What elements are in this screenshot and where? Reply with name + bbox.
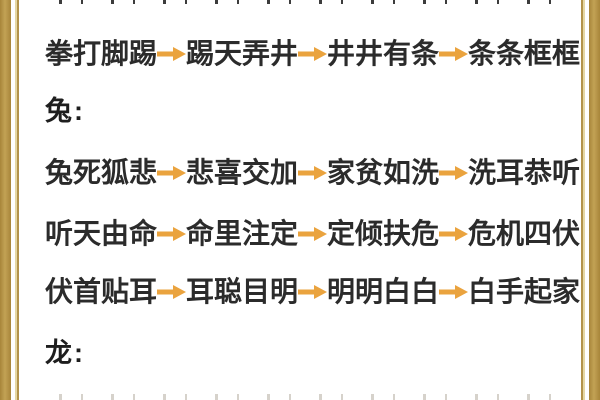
card-content: 拳打脚踢 踢天弄井 井井有条 条条框框 兔: 兔死狐悲 悲喜交加 家贫如洗 洗耳…	[19, 0, 581, 400]
right-inner-frame-line-2	[581, 0, 583, 400]
arrow-right-icon	[439, 47, 469, 61]
arrow-right-icon	[157, 227, 187, 241]
idiom-text: 白手起家	[468, 276, 581, 307]
arrow-right-icon	[298, 285, 328, 299]
arrow-right-icon	[298, 227, 328, 241]
idiom-text: 伏首贴耳	[45, 276, 158, 307]
right-inner-frame-line	[583, 0, 585, 400]
cropped-text-row-top	[45, 0, 557, 4]
idiom-text: 洗耳恭听	[468, 157, 581, 188]
idiom-text: 兔死狐悲	[45, 157, 158, 188]
arrow-right-icon	[439, 227, 469, 241]
idiom-chain-row: 伏首贴耳 耳聪目明 明明白白 白手起家	[45, 275, 580, 309]
section-heading-dragon: 龙:	[45, 338, 85, 368]
section-heading-rabbit: 兔:	[45, 96, 85, 126]
idiom-chain-row: 听天由命 命里注定 定倾扶危 危机四伏	[45, 217, 580, 251]
idiom-text: 拳打脚踢	[45, 38, 158, 69]
idiom-text: 明明白白	[327, 276, 440, 307]
left-inner-frame-line	[15, 0, 17, 400]
left-gold-border	[0, 0, 11, 400]
cropped-text-row-bottom	[45, 394, 557, 400]
arrow-right-icon	[439, 285, 469, 299]
left-inner-frame-line-2	[17, 0, 19, 400]
arrow-right-icon	[157, 285, 187, 299]
idiom-text: 踢天弄井	[186, 38, 299, 69]
idiom-text: 听天由命	[45, 218, 158, 249]
arrow-right-icon	[298, 166, 328, 180]
arrow-right-icon	[157, 47, 187, 61]
arrow-right-icon	[157, 166, 187, 180]
idiom-chain-row: 拳打脚踢 踢天弄井 井井有条 条条框框	[45, 37, 580, 71]
idiom-text: 定倾扶危	[327, 218, 440, 249]
idiom-text: 悲喜交加	[186, 157, 299, 188]
idiom-text: 条条框框	[468, 38, 581, 69]
idiom-text: 井井有条	[327, 38, 440, 69]
idiom-text: 命里注定	[186, 218, 299, 249]
idiom-text: 家贫如洗	[327, 157, 440, 188]
arrow-right-icon	[298, 47, 328, 61]
right-gold-border	[589, 0, 600, 400]
idiom-text: 耳聪目明	[186, 276, 299, 307]
arrow-right-icon	[439, 166, 469, 180]
idiom-chain-row: 兔死狐悲 悲喜交加 家贫如洗 洗耳恭听	[45, 156, 580, 190]
idiom-text: 危机四伏	[468, 218, 581, 249]
